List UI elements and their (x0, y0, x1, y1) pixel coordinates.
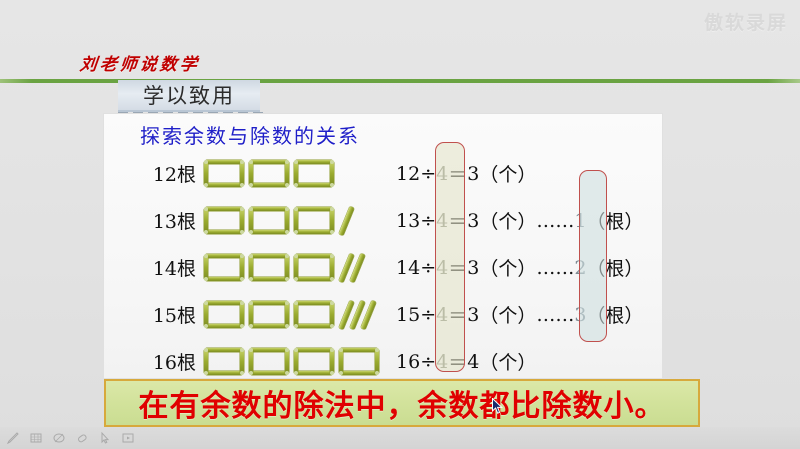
pen-icon[interactable] (6, 431, 20, 445)
slide-subtitle: 探索余数与除数的关系 (140, 124, 360, 148)
equation-quotient-unit: （个） (479, 211, 537, 233)
equation-equals-sign: ＝ (448, 164, 468, 186)
equation-divide-sign: ÷ (420, 350, 437, 373)
matchstick-square (204, 301, 244, 328)
conclusion-banner: 在有余数的除法中，余数都比除数小。 (104, 379, 700, 427)
equation-dividend: 15 (396, 303, 421, 326)
loose-sticks-group (338, 299, 377, 330)
stick-row-label: 14根 (152, 258, 196, 280)
slideshow-icon[interactable] (121, 431, 135, 445)
division-equation: 14÷4＝3（个）……2（根） (396, 244, 662, 291)
stick-row-label: 12根 (152, 164, 196, 186)
matchstick-square (249, 254, 289, 281)
matchstick-square (204, 348, 244, 375)
section-title-text: 学以致用 (143, 84, 235, 108)
matchstick-square (339, 348, 379, 375)
equation-divisor: 4 (436, 209, 449, 232)
equations-group: 12÷4＝3（个）13÷4＝3（个）……1（根）14÷4＝3（个）……2（根）1… (396, 150, 662, 385)
equation-divisor: 4 (436, 256, 449, 279)
equation-quotient-unit: （个） (479, 258, 537, 280)
equation-remainder: 3 (574, 303, 587, 326)
division-equation: 12÷4＝3（个） (396, 150, 662, 197)
equation-quotient: 3 (467, 303, 480, 326)
equation-quotient-unit: （个） (479, 164, 537, 186)
equation-quotient: 4 (467, 350, 480, 373)
equation-quotient-unit: （个） (479, 352, 537, 374)
stick-row: 14根 (104, 244, 662, 291)
equation-equals-sign: ＝ (448, 352, 468, 374)
matchstick-squares (204, 348, 379, 375)
matchstick-square (294, 160, 334, 187)
pointer-icon[interactable] (98, 431, 112, 445)
header-divider-rule (0, 79, 800, 83)
equation-equals-sign: ＝ (448, 258, 468, 280)
equation-divisor: 4 (436, 303, 449, 326)
matchstick-square (249, 301, 289, 328)
section-title-chip: 学以致用 (118, 80, 260, 112)
matchstick-square (204, 160, 244, 187)
equation-divide-sign: ÷ (420, 256, 437, 279)
loose-sticks-group (338, 205, 355, 236)
equation-remainder: 1 (574, 209, 587, 232)
equation-dividend: 14 (396, 256, 421, 279)
presentation-toolbar[interactable] (0, 427, 800, 449)
mouse-cursor-icon (492, 398, 503, 414)
watermark-label: 傲软录屏 (703, 12, 788, 34)
equation-remainder-dots: …… (536, 209, 575, 232)
stick-row: 15根 (104, 291, 662, 338)
eraser-icon[interactable] (75, 431, 89, 445)
stick-row-label: 15根 (152, 305, 196, 327)
equation-divisor: 4 (436, 350, 449, 373)
equation-remainder: 2 (574, 256, 587, 279)
equation-remainder-unit: （根） (586, 305, 644, 327)
stick-row-label: 16根 (152, 352, 196, 374)
channel-brand-label: 刘老师说数学 (78, 55, 201, 75)
division-equation: 16÷4＝4（个） (396, 338, 662, 385)
stick-rows-group: 12根 13根 14根 15根 16根 (104, 150, 662, 385)
stick-row: 16根 (104, 338, 662, 385)
equation-divide-sign: ÷ (420, 162, 437, 185)
grid-icon[interactable] (29, 431, 43, 445)
equation-quotient: 3 (467, 162, 480, 185)
stick-row-label: 13根 (152, 211, 196, 233)
stick-row: 13根 (104, 197, 662, 244)
equation-divisor: 4 (436, 162, 449, 185)
equation-divide-sign: ÷ (420, 209, 437, 232)
conclusion-banner-text: 在有余数的除法中，余数都比除数小。 (138, 389, 666, 424)
equation-remainder-unit: （根） (586, 211, 644, 233)
equation-remainder-unit: （根） (586, 258, 644, 280)
ellipse-icon[interactable] (52, 431, 66, 445)
equation-dividend: 12 (396, 162, 421, 185)
equation-quotient-unit: （个） (479, 305, 537, 327)
equation-remainder-dots: …… (536, 256, 575, 279)
stick-row: 12根 (104, 150, 662, 197)
matchstick-square (249, 207, 289, 234)
equation-equals-sign: ＝ (448, 305, 468, 327)
equation-remainder-dots: …… (536, 303, 575, 326)
loose-stick (338, 205, 355, 236)
equation-quotient: 3 (467, 209, 480, 232)
matchstick-square (204, 254, 244, 281)
matchstick-square (294, 301, 334, 328)
loose-sticks-group (338, 252, 366, 283)
equation-quotient: 3 (467, 256, 480, 279)
matchstick-squares (204, 160, 334, 187)
equation-dividend: 16 (396, 350, 421, 373)
matchstick-squares (204, 301, 334, 328)
matchstick-squares (204, 207, 334, 234)
matchstick-square (294, 254, 334, 281)
equation-divide-sign: ÷ (420, 303, 437, 326)
equation-equals-sign: ＝ (448, 211, 468, 233)
matchstick-square (294, 348, 334, 375)
matchstick-square (249, 160, 289, 187)
division-equation: 13÷4＝3（个）……1（根） (396, 197, 662, 244)
section-title-dashed-underline (118, 112, 264, 115)
matchstick-squares (204, 254, 334, 281)
matchstick-square (294, 207, 334, 234)
equation-dividend: 13 (396, 209, 421, 232)
matchstick-square (204, 207, 244, 234)
matchstick-square (249, 348, 289, 375)
division-equation: 15÷4＝3（个）……3（根） (396, 291, 662, 338)
